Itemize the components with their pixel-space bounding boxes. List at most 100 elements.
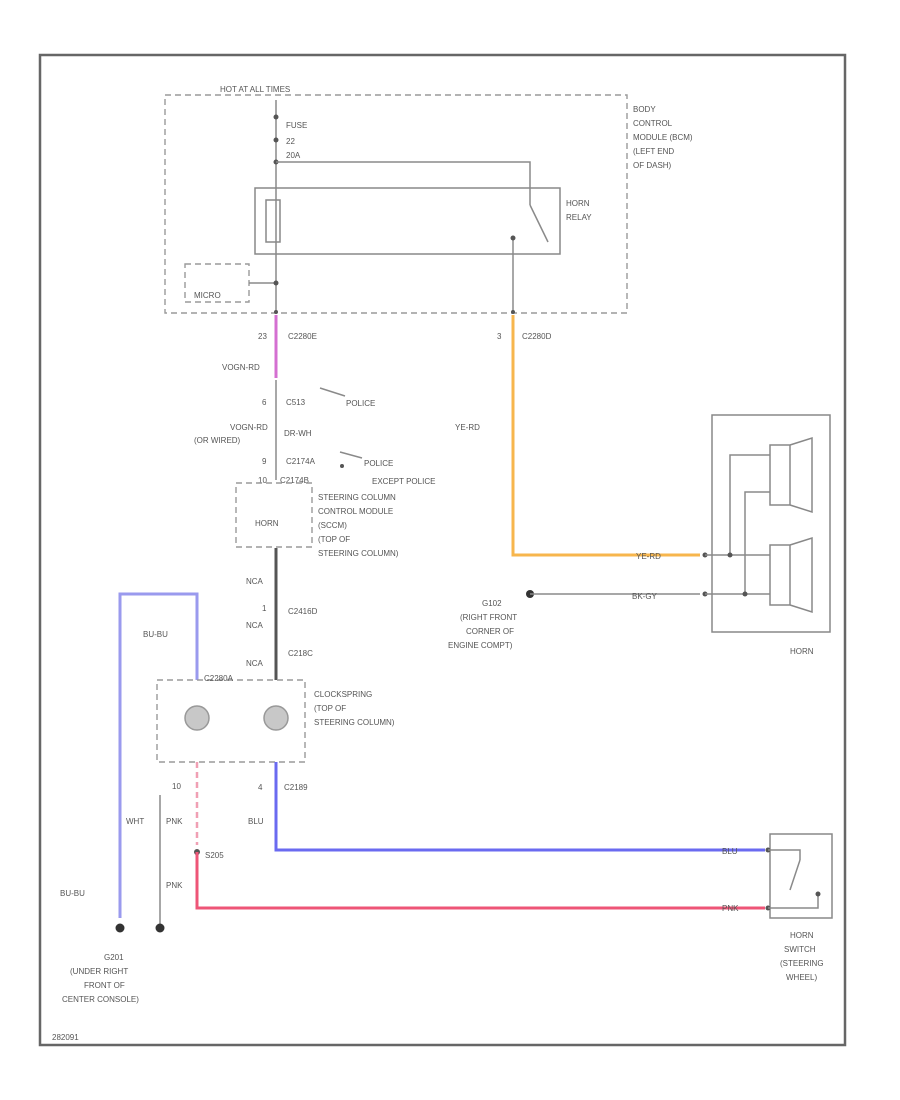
sccm-label-4: (TOP OF xyxy=(318,535,350,544)
ye-rd-wire xyxy=(511,315,700,557)
bu-bu-label-bottom: BU-BU xyxy=(60,889,85,898)
pin-10-label: 10 xyxy=(172,782,181,791)
c2280d-pin-number: 3 xyxy=(497,332,502,341)
g201-ground-right xyxy=(155,923,165,933)
diagram-frame xyxy=(38,53,847,1047)
relay-coil xyxy=(265,199,281,243)
clockspring-label-3: STEERING COLUMN) xyxy=(314,718,395,727)
except-police-label: EXCEPT POLICE xyxy=(372,477,435,486)
c2280a-label: C2280A xyxy=(204,674,234,683)
g201-label-3: FRONT OF xyxy=(84,981,125,990)
police-jumper-1 xyxy=(319,387,346,397)
g201-label-4: CENTER CONSOLE) xyxy=(62,995,139,1004)
pnk-label-top: PNK xyxy=(166,817,183,826)
c2174a-pin-number: 9 xyxy=(262,457,267,466)
bcm-label-1: BODY xyxy=(633,105,656,114)
vogn-rd-label: VOGN-RD xyxy=(222,363,260,372)
horn-speaker-2 xyxy=(769,536,813,614)
dr-wh-label: DR-WH xyxy=(284,429,312,438)
pnk-switch-label: PNK xyxy=(722,904,739,913)
clockspring-coil-right xyxy=(263,705,289,731)
sccm-horn-label: HORN xyxy=(255,519,279,528)
c2280d-pin xyxy=(511,310,515,314)
g201-ground-left xyxy=(115,923,125,933)
horn-switch-internal-1 xyxy=(768,849,801,860)
c2189-pin-number: 4 xyxy=(258,783,263,792)
horn-switch-box xyxy=(769,833,833,919)
c218c-label: C218C xyxy=(288,649,313,658)
blu-switch-label: BLU xyxy=(722,847,738,856)
fuse-terminal-top xyxy=(273,114,279,120)
horn-box xyxy=(711,414,831,633)
pnk-label-mid: PNK xyxy=(166,881,183,890)
sccm-box xyxy=(235,482,313,548)
horn-switch-arm xyxy=(789,859,801,891)
micro-label: MICRO xyxy=(194,291,221,300)
c2280e-pin xyxy=(274,310,278,314)
vogn-rd-label-2: VOGN-RD xyxy=(230,423,268,432)
bk-gy-label: BK-GY xyxy=(632,592,658,601)
g201-label-2: (UNDER RIGHT xyxy=(70,967,128,976)
nca-label-3: NCA xyxy=(246,659,264,668)
blu-label-mid: BLU xyxy=(248,817,264,826)
g102-label-3: CORNER OF xyxy=(466,627,514,636)
g201-label-1: G201 xyxy=(104,953,124,962)
police-label-1: POLICE xyxy=(346,399,375,408)
police-jumper-2 xyxy=(339,451,363,459)
horn-junction-1 xyxy=(727,552,733,558)
relay-switch-arm xyxy=(529,204,549,243)
horn-switch-internal-2 xyxy=(768,894,819,909)
c513-label: C513 xyxy=(286,398,306,407)
c513-pin-number: 6 xyxy=(262,398,267,407)
micro-junction xyxy=(273,280,279,286)
sccm-label-5: STEERING COLUMN) xyxy=(318,549,399,558)
bcm-dashed-box xyxy=(164,94,628,314)
c2174a-label: C2174A xyxy=(286,457,316,466)
horn-internal-4 xyxy=(744,491,770,594)
pnk-wire xyxy=(195,852,765,910)
nca-label-1: NCA xyxy=(246,577,264,586)
ye-rd-label: YE-RD xyxy=(455,423,480,432)
horn-relay-label-2: RELAY xyxy=(566,213,592,222)
horn-switch-label-2: SWITCH xyxy=(784,945,816,954)
horn-junction-2 xyxy=(742,591,748,597)
c2280e-label: C2280E xyxy=(288,332,317,341)
c2174b-label: C2174B xyxy=(280,476,309,485)
relay-feed-wire xyxy=(276,161,531,205)
c2416d-label: C2416D xyxy=(288,607,318,616)
horn-relay-box xyxy=(254,187,561,255)
sccm-label-3: (SCCM) xyxy=(318,521,347,530)
fuse-amperage: 20A xyxy=(286,151,301,160)
horn-switch-contact xyxy=(815,891,821,897)
horn-label: HORN xyxy=(790,647,814,656)
s205-label: S205 xyxy=(205,851,224,860)
horn-speaker-1 xyxy=(769,436,813,514)
or-wired-label: (OR WIRED) xyxy=(194,436,241,445)
c2174b-pin-number: 10 xyxy=(258,476,267,485)
c2280e-pin-number: 23 xyxy=(258,332,267,341)
horn-relay-label-1: HORN xyxy=(566,199,590,208)
clockspring-coil-left xyxy=(184,705,210,731)
c2280d-label: C2280D xyxy=(522,332,552,341)
hot-at-all-times-label: HOT AT ALL TIMES xyxy=(220,85,290,94)
bcm-label-4: (LEFT END xyxy=(633,147,674,156)
bu-bu-label-top: BU-BU xyxy=(143,630,168,639)
bu-bu-wire xyxy=(118,592,199,918)
nca-label-2: NCA xyxy=(246,621,264,630)
horn-internal-3 xyxy=(729,454,770,555)
bcm-label-3: MODULE (BCM) xyxy=(633,133,693,142)
police-label-2: POLICE xyxy=(364,459,393,468)
c2416d-pin-number: 1 xyxy=(262,604,267,613)
wht-label: WHT xyxy=(126,817,144,826)
c2189-label: C2189 xyxy=(284,783,308,792)
ye-rd-horn-label: YE-RD xyxy=(636,552,661,561)
horn-switch-label-1: HORN xyxy=(790,931,814,940)
bcm-label-2: CONTROL xyxy=(633,119,673,128)
clockspring-label-2: (TOP OF xyxy=(314,704,346,713)
g102-label-4: ENGINE COMPT) xyxy=(448,641,513,650)
clockspring-label-1: CLOCKSPRING xyxy=(314,690,372,699)
clockspring-box xyxy=(156,679,306,763)
horn-switch-label-4: WHEEL) xyxy=(786,973,817,982)
fuse-terminal-mid xyxy=(273,137,279,143)
sccm-label-2: CONTROL MODULE xyxy=(318,507,393,516)
